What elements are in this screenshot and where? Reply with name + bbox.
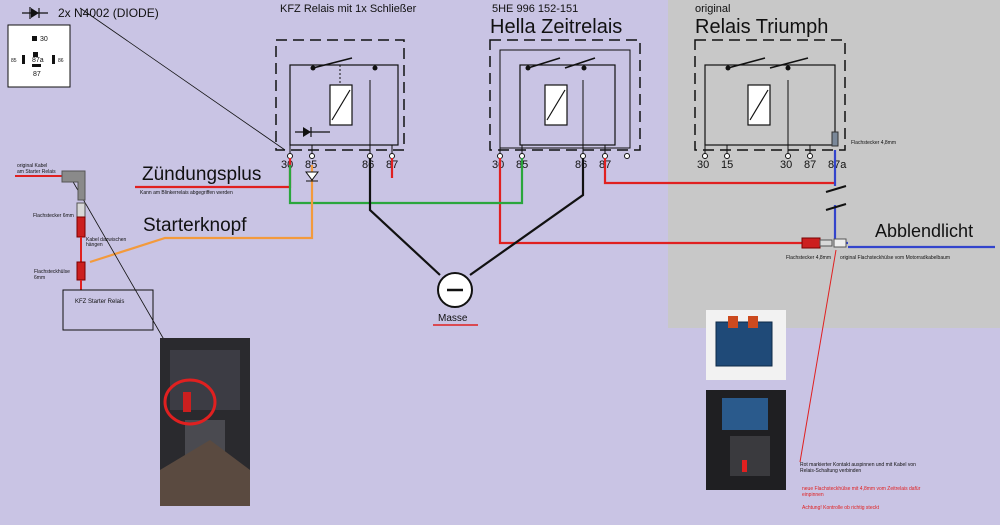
relay-hella-title: Hella Zeitrelais (490, 16, 622, 38)
ground-label: Masse (438, 313, 468, 324)
flat-plug-48-icon (801, 237, 821, 249)
relay-kfz: KFZ Relais mit 1x Schließer 30 85 86 87 (275, 3, 417, 171)
highlight-circle-icon (163, 378, 217, 426)
relay-pin-key: 30 87a 87 85 86 (7, 24, 71, 88)
flat-plug-48-label: Flachstecker 4,8mm (786, 255, 831, 261)
note-red-2: einpinnen (802, 492, 824, 498)
label-ignition-note: Kann am Blinkerrelais abgegriffen werden (140, 190, 233, 196)
pin-key-87: 87 (33, 71, 41, 78)
flat-plug-6-label: Flachstecker 6mm (33, 213, 74, 219)
hella-pin-86: 86 (575, 159, 587, 171)
flat-sleeve-6-icon (76, 261, 86, 281)
cable-between-label: Kabel dazwischen (86, 237, 127, 243)
starter-connector-icon (61, 170, 86, 201)
pin-key-30: 30 (40, 36, 48, 43)
orig-sleeve-icon (833, 238, 847, 248)
starter-relay-box (62, 289, 154, 331)
photo-relay-module (706, 310, 786, 380)
photo-starter-relay (160, 338, 250, 506)
ground-symbol: Masse (433, 272, 478, 326)
low-beam-connector: Flachstecker 4,8mm original Flachsteckhü… (786, 237, 950, 261)
triumph-pin-30b: 30 (780, 159, 792, 171)
relay-kfz-title: KFZ Relais mit 1x Schließer (280, 3, 417, 15)
diode-symbol-icon (31, 8, 39, 18)
wire-green-signal (288, 158, 524, 205)
switch-contact-icon (727, 57, 766, 69)
triumph-pin-30a: 30 (697, 159, 709, 171)
switch-contact-icon (312, 57, 353, 69)
wire-hella-30-to-low-beam (498, 158, 808, 245)
pin-key-87a: 87a (32, 57, 44, 64)
relay-triumph-prefix: original (695, 3, 730, 15)
orig-cable-label-2: am Starter Relais (17, 169, 56, 175)
starter-relay-connectors: original Kabel am Starter Relais Flachst… (15, 163, 154, 331)
triumph-pin-15: 15 (721, 159, 733, 171)
wires (71, 7, 995, 463)
orig-sleeve-label: original Flachsteckhülse vom Motorradkab… (840, 255, 950, 261)
flat-sleeve-6-label: Flachsteckhülse (34, 269, 70, 275)
hella-pin-30: 30 (492, 159, 504, 171)
flat-plug-6-icon (76, 202, 86, 218)
wire-hella-86-ground (469, 158, 585, 276)
diode-85 (305, 171, 319, 182)
cable-between-label-2: hängen (86, 242, 103, 248)
note-red-3: Achtung! Kontrolle ob richtig steckt (802, 505, 880, 511)
flat-plug-icon (831, 131, 839, 147)
switch-contact-icon (527, 57, 561, 69)
pin-key-86: 86 (58, 58, 64, 64)
triumph-pin-87a: 87a (828, 159, 847, 171)
triumph-flat-plug-label: Flachstecker 4,8mm (851, 140, 896, 146)
label-low-beam: Abblendlicht (875, 221, 973, 241)
wire-hella-87-to-triumph (603, 158, 835, 185)
label-ignition-plus: Zündungsplus (142, 164, 261, 185)
pin-key-85: 85 (11, 58, 17, 64)
note-black-2: Relais-Schaltung verbinden (800, 468, 861, 474)
label-starter-button: Starterknopf (143, 215, 247, 236)
starter-relay-label: KFZ Starter Relais (75, 299, 124, 305)
kfz-pin-86: 86 (362, 159, 374, 171)
relay-hella-part-no: 5HE 996 152-151 (492, 3, 578, 15)
photo-relay-installed (706, 390, 786, 490)
diode-legend-text: 2x N4002 (DIODE) (58, 6, 159, 20)
relay-triumph: original Relais Triumph Flachstecker 4,8… (694, 3, 896, 171)
relay-triumph-title: Relais Triumph (695, 16, 828, 38)
note-red-1: neue Flachsteckhülse mit 4,8mm vom Zeitr… (802, 486, 921, 492)
relay-hella: 5HE 996 152-151 Hella Zeitrelais 30 85 8… (489, 3, 641, 171)
note-black-1: Rot markierter Kontakt auspinnen und mit… (800, 462, 916, 468)
triumph-pin-87: 87 (804, 159, 816, 171)
diode-legend: 2x N4002 (DIODE) (22, 6, 159, 20)
orig-cable-label: original Kabel (17, 163, 47, 169)
flat-sleeve-6-label-2: 6mm (34, 275, 45, 281)
wire-starter-button (89, 165, 314, 264)
diode-icon (303, 127, 311, 137)
wire-kfz-86-ground (368, 158, 441, 276)
kfz-pin-30: 30 (281, 159, 293, 171)
